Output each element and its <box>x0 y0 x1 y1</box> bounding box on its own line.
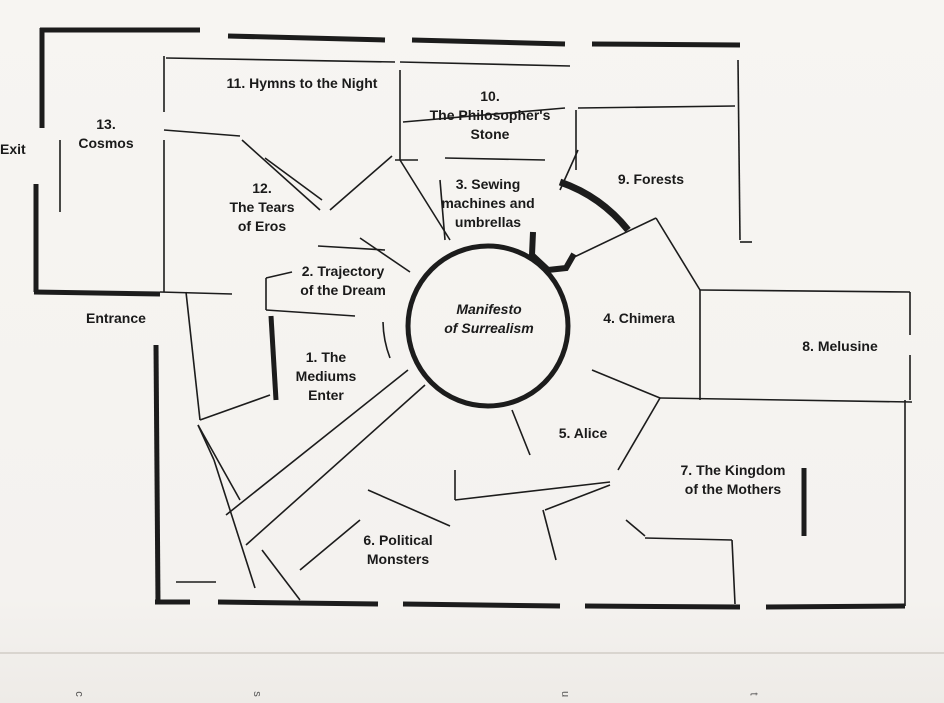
room-12-label: 12. The Tears of Eros <box>229 180 295 234</box>
room-2-label: 2. Trajectory of the Dream <box>300 263 386 298</box>
entrance-label: Entrance <box>86 310 146 326</box>
outer-walls <box>33 27 906 610</box>
page-edge-mark: s <box>250 691 263 697</box>
paper-fold <box>0 652 944 654</box>
room-13-label: 13. Cosmos <box>78 116 134 151</box>
room-10-label: 10. The Philosopher's Stone <box>429 88 551 142</box>
room-9-label: 9. Forests <box>617 171 685 187</box>
center-hall-label: Manifesto of Surrealism <box>444 301 534 336</box>
page-edge-mark: t <box>747 692 760 696</box>
inner-walls <box>59 56 913 606</box>
room-6-label: 6. Political Monsters <box>363 532 433 567</box>
room-11-label: 11. Hymns to the Night <box>226 75 378 91</box>
room-8-label: 8. Melusine <box>802 338 878 354</box>
rotunda <box>382 178 631 409</box>
page-edge-mark: u <box>559 690 572 698</box>
room-4-label: 4. Chimera <box>603 310 675 326</box>
room-5-label: 5. Alice <box>558 425 608 441</box>
page-edge-mark: c <box>72 691 85 697</box>
room-7-label: 7. The Kingdom of the Mothers <box>680 462 786 497</box>
room-1-label: 1. The Mediums Enter <box>295 349 357 403</box>
exit-label: Exit <box>0 141 26 157</box>
room-3-label: 3. Sewing machines and umbrellas <box>441 176 535 230</box>
